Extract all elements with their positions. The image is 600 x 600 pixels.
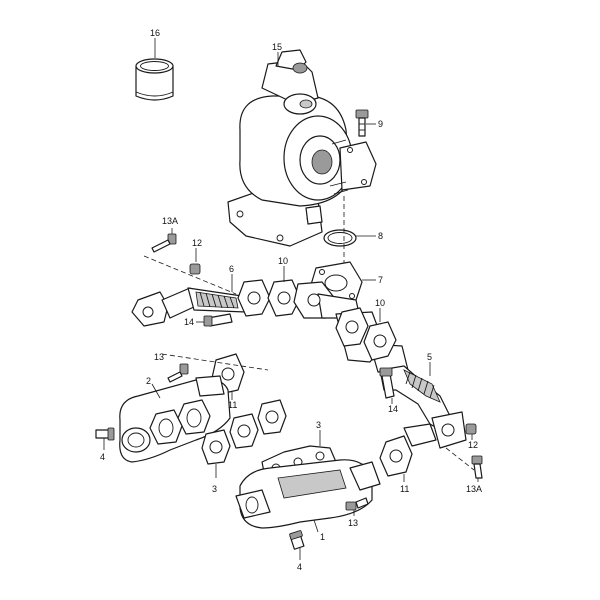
part-13A-bolt-upper xyxy=(151,228,177,253)
part-12-nut-upper xyxy=(189,248,201,275)
callout-13A-right: 13A xyxy=(466,484,482,494)
part-4-stud-left xyxy=(95,427,115,450)
callout-12-upper: 12 xyxy=(192,238,202,248)
callout-14-right: 14 xyxy=(388,404,398,414)
callout-6: 6 xyxy=(229,264,234,274)
callout-4-right: 4 xyxy=(297,562,302,572)
callout-1: 1 xyxy=(320,532,325,542)
part-2-exhaust-manifold-left xyxy=(119,375,231,463)
callout-14-left: 14 xyxy=(184,317,194,327)
callout-12-right: 12 xyxy=(468,440,478,450)
part-16-sleeve xyxy=(135,38,174,101)
part-1-exhaust-manifold-right xyxy=(235,459,381,533)
callout-16: 16 xyxy=(150,28,160,38)
callout-3-right: 3 xyxy=(316,420,321,430)
part-10-gasket-d xyxy=(363,308,397,361)
part-13-bolt-left xyxy=(167,363,189,383)
part-10-gasket-a xyxy=(237,279,271,317)
callout-5: 5 xyxy=(427,352,432,362)
part-3-gasket-left-a xyxy=(201,429,231,465)
part-14-bolt-right xyxy=(379,367,395,404)
callout-13A-upper: 13A xyxy=(162,216,178,226)
callout-8: 8 xyxy=(378,231,383,241)
part-3-gasket-left-c xyxy=(257,399,287,435)
callout-11-left: 11 xyxy=(228,400,237,410)
part-14-bolt-left xyxy=(196,313,233,327)
part-11-gasket-right xyxy=(379,423,437,482)
callout-4-left: 4 xyxy=(100,452,105,462)
part-10-gasket-c xyxy=(335,307,369,347)
callout-10-upper: 10 xyxy=(278,256,288,266)
callout-7: 7 xyxy=(378,275,383,285)
part-10-gasket-b xyxy=(267,266,301,317)
callout-13-left: 13 xyxy=(154,352,164,362)
callout-labels: 16 15 9 8 7 13A 12 6 10 10 14 5 13 2 14 … xyxy=(100,28,482,572)
callout-9: 9 xyxy=(378,119,383,129)
part-13-bolt-right xyxy=(345,497,369,516)
part-4-stud-right xyxy=(289,530,305,560)
part-12-nut-right xyxy=(465,423,477,440)
callout-15: 15 xyxy=(272,42,282,52)
callout-11-right: 11 xyxy=(400,484,409,494)
callout-2: 2 xyxy=(146,376,151,386)
part-15-turbocharger xyxy=(227,49,377,247)
callout-13-right: 13 xyxy=(348,518,358,528)
part-13A-bolt-right xyxy=(471,455,483,482)
callout-3-left: 3 xyxy=(212,484,217,494)
part-9-bolt xyxy=(355,109,376,137)
part-3-gasket-left-b xyxy=(229,413,259,449)
part-6-exhaust-pipe xyxy=(131,274,247,327)
callout-10-right: 10 xyxy=(375,298,385,308)
part-8-o-ring xyxy=(323,196,376,266)
